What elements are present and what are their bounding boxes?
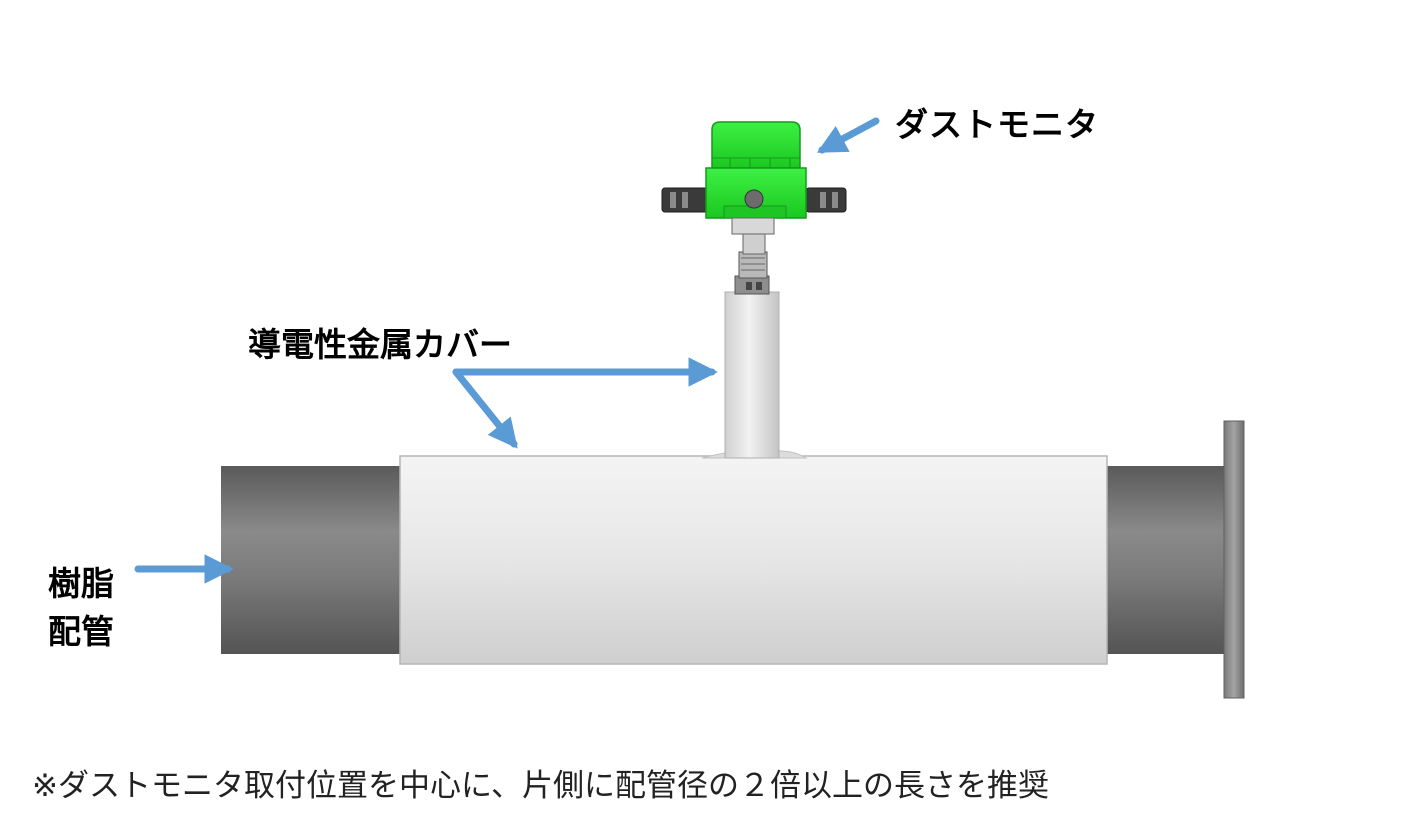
pipe-flange: [1223, 420, 1245, 699]
dust-monitor-label: ダストモニタ: [895, 105, 1099, 144]
resin-pipe: [221, 466, 1226, 654]
dust-monitor-head: [661, 121, 847, 235]
resin-pipe-label-line2: 配管: [48, 612, 114, 651]
callout-arrows: [134, 117, 880, 584]
arrow-to-pipe-cover: [452, 368, 518, 449]
monitor-bolt: [744, 189, 764, 209]
stem-tube: [724, 291, 780, 459]
conductive-cover-label: 導電性金属カバー: [248, 325, 512, 364]
installation-note: ※ダストモニタ取付位置を中心に、片側に配管径の２倍以上の長さを推奨: [32, 768, 1050, 804]
monitor-base: [731, 217, 775, 235]
metal-cover: [399, 450, 1108, 665]
resin-pipe-right: [1103, 466, 1226, 654]
metal-cover-body: [399, 455, 1108, 665]
monitor-stem: [724, 231, 780, 459]
resin-pipe-label-line1: 樹脂: [48, 564, 114, 603]
stem-nut: [738, 251, 768, 279]
monitor-cap: [711, 121, 801, 169]
arrow-to-dust-monitor: [816, 117, 880, 154]
resin-pipe-label: 樹脂 配管: [48, 560, 114, 656]
stem-neck: [742, 231, 766, 255]
resin-pipe-left: [221, 466, 403, 654]
